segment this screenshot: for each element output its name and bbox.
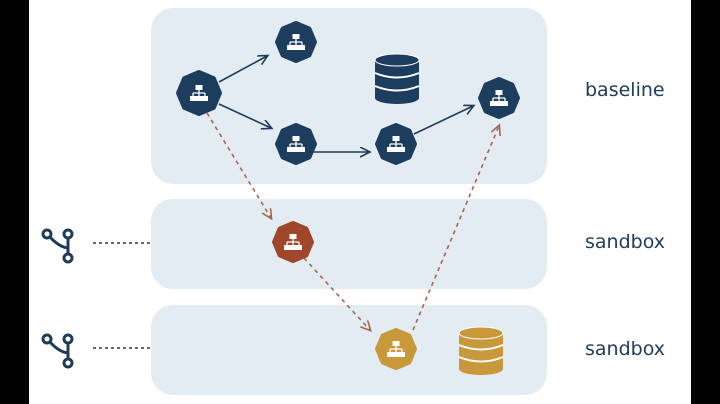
request-path-1	[206, 112, 271, 218]
lane-label-baseline: baseline	[585, 79, 665, 101]
request-path-2	[303, 257, 370, 330]
service-node-sandbox-2	[375, 328, 417, 370]
service-node-sandbox-1	[272, 221, 314, 263]
diagram-canvas: baseline sandbox sandbox	[29, 0, 691, 404]
arrow-a-to-b	[218, 56, 267, 83]
git-branch-icon	[41, 333, 74, 369]
lane-label-sandbox-2: sandbox	[585, 338, 665, 360]
service-node-baseline-a	[176, 70, 222, 116]
arrow-d-to-e	[413, 106, 473, 135]
arrow-a-to-c	[218, 103, 271, 128]
sandbox-lane-1	[151, 199, 547, 289]
diagram-graphics	[41, 21, 520, 375]
git-branch-icon	[41, 228, 74, 264]
database-icon	[374, 53, 420, 104]
service-node-baseline-b	[275, 21, 317, 63]
lane-label-sandbox-1: sandbox	[585, 231, 665, 253]
service-node-baseline-e	[478, 77, 520, 119]
database-icon	[458, 326, 504, 375]
service-node-baseline-d	[375, 123, 417, 165]
request-path-3	[412, 126, 499, 331]
service-node-baseline-c	[275, 123, 317, 165]
